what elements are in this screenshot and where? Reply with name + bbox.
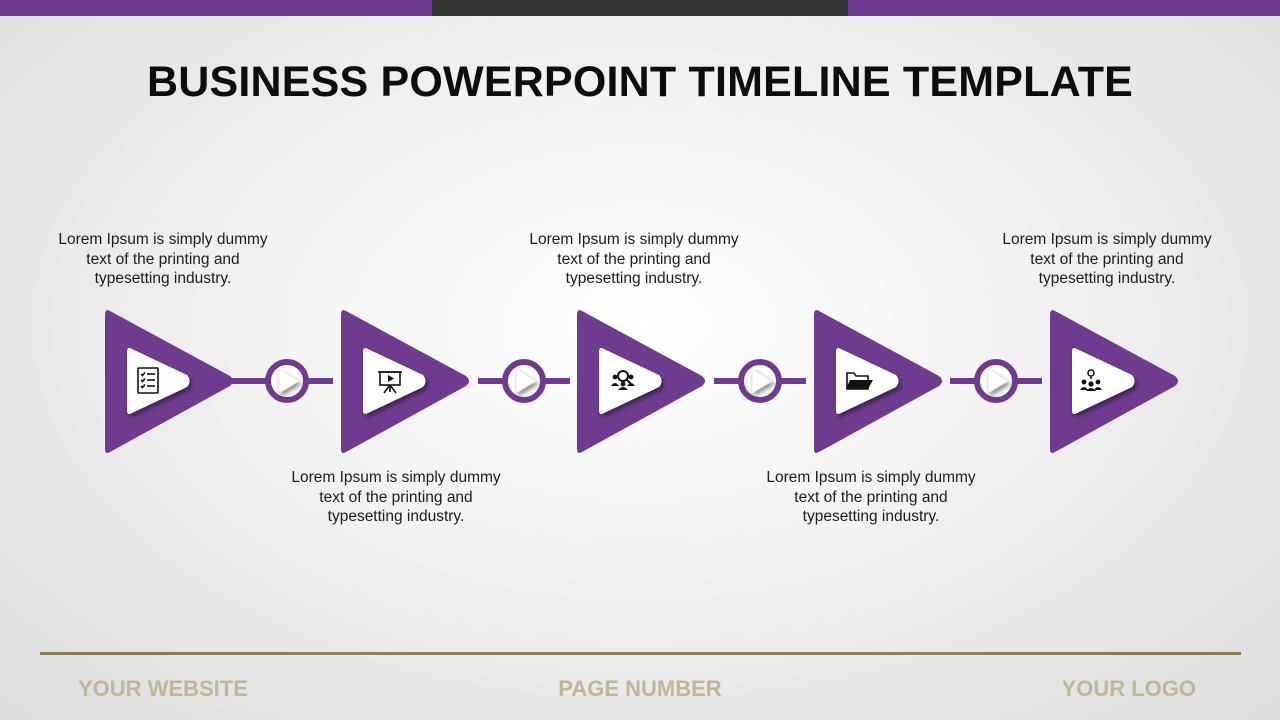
- top-bar-left: [0, 0, 432, 16]
- play-arrow-icon: [515, 368, 537, 394]
- play-arrow-icon: [278, 368, 300, 394]
- step-3-description: Lorem Ipsum is simply dummy text of the …: [529, 231, 739, 287]
- play-arrow-icon: [751, 368, 773, 394]
- footer-page-number: PAGE NUMBER: [558, 676, 722, 701]
- step-3-marker: [577, 310, 705, 453]
- step-5-description: Lorem Ipsum is simply dummy text of the …: [1002, 231, 1212, 287]
- footer-divider: [40, 652, 1241, 655]
- folder-icon: [846, 372, 873, 390]
- connector-node-4: [974, 359, 1018, 403]
- page-title: BUSINESS POWERPOINT TIMELINE TEMPLATE: [146, 58, 1134, 106]
- step-1-marker: [105, 310, 233, 453]
- top-bar-middle: [432, 0, 848, 16]
- team-location-icon: [1080, 369, 1102, 391]
- step-5-marker: [1050, 310, 1178, 453]
- footer-logo: YOUR LOGO: [1061, 676, 1196, 701]
- checklist-icon: [137, 367, 159, 394]
- connector-node-1: [265, 359, 309, 403]
- step-4-marker: [814, 310, 942, 453]
- footer-website: YOUR WEBSITE: [78, 676, 248, 701]
- step-1-description: Lorem Ipsum is simply dummy text of the …: [58, 231, 268, 287]
- connector-node-3: [738, 359, 782, 403]
- team-search-icon: [611, 370, 635, 390]
- step-2-marker: [341, 310, 469, 453]
- play-arrow-icon: [987, 368, 1009, 394]
- presentation-icon: [378, 371, 402, 394]
- connector-node-2: [502, 359, 546, 403]
- top-bar-right: [848, 0, 1280, 16]
- step-2-description: Lorem Ipsum is simply dummy text of the …: [291, 469, 501, 525]
- step-4-description: Lorem Ipsum is simply dummy text of the …: [766, 469, 976, 525]
